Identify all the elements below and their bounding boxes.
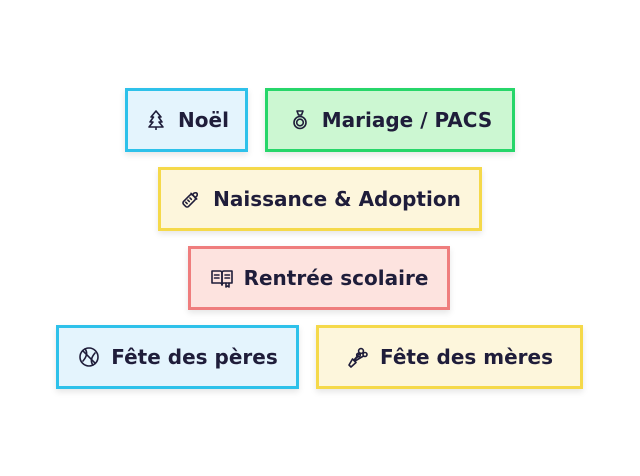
tag-label: Noël xyxy=(178,108,229,132)
ball-icon xyxy=(77,345,101,369)
ring-icon xyxy=(288,108,312,132)
tag-fete-des-peres[interactable]: Fête des pères xyxy=(56,325,299,389)
tag-label: Mariage / PACS xyxy=(321,108,493,132)
tag-label: Rentrée scolaire xyxy=(243,266,429,290)
tag-fete-des-meres[interactable]: Fête des mères xyxy=(316,325,583,389)
tree-icon xyxy=(144,108,168,132)
tag-label: Fête des mères xyxy=(380,345,553,369)
tag-label: Naissance & Adoption xyxy=(213,187,461,211)
tag-rentree-scolaire[interactable]: Rentrée scolaire xyxy=(188,246,450,310)
tag-mariage-pacs[interactable]: Mariage / PACS xyxy=(265,88,515,152)
baby-bottle-icon xyxy=(179,187,203,211)
tag-noel[interactable]: Noël xyxy=(125,88,248,152)
open-book-icon xyxy=(210,266,234,290)
tag-naissance-adoption[interactable]: Naissance & Adoption xyxy=(158,167,482,231)
flower-bouquet-icon xyxy=(346,345,370,369)
tag-label: Fête des pères xyxy=(111,345,278,369)
